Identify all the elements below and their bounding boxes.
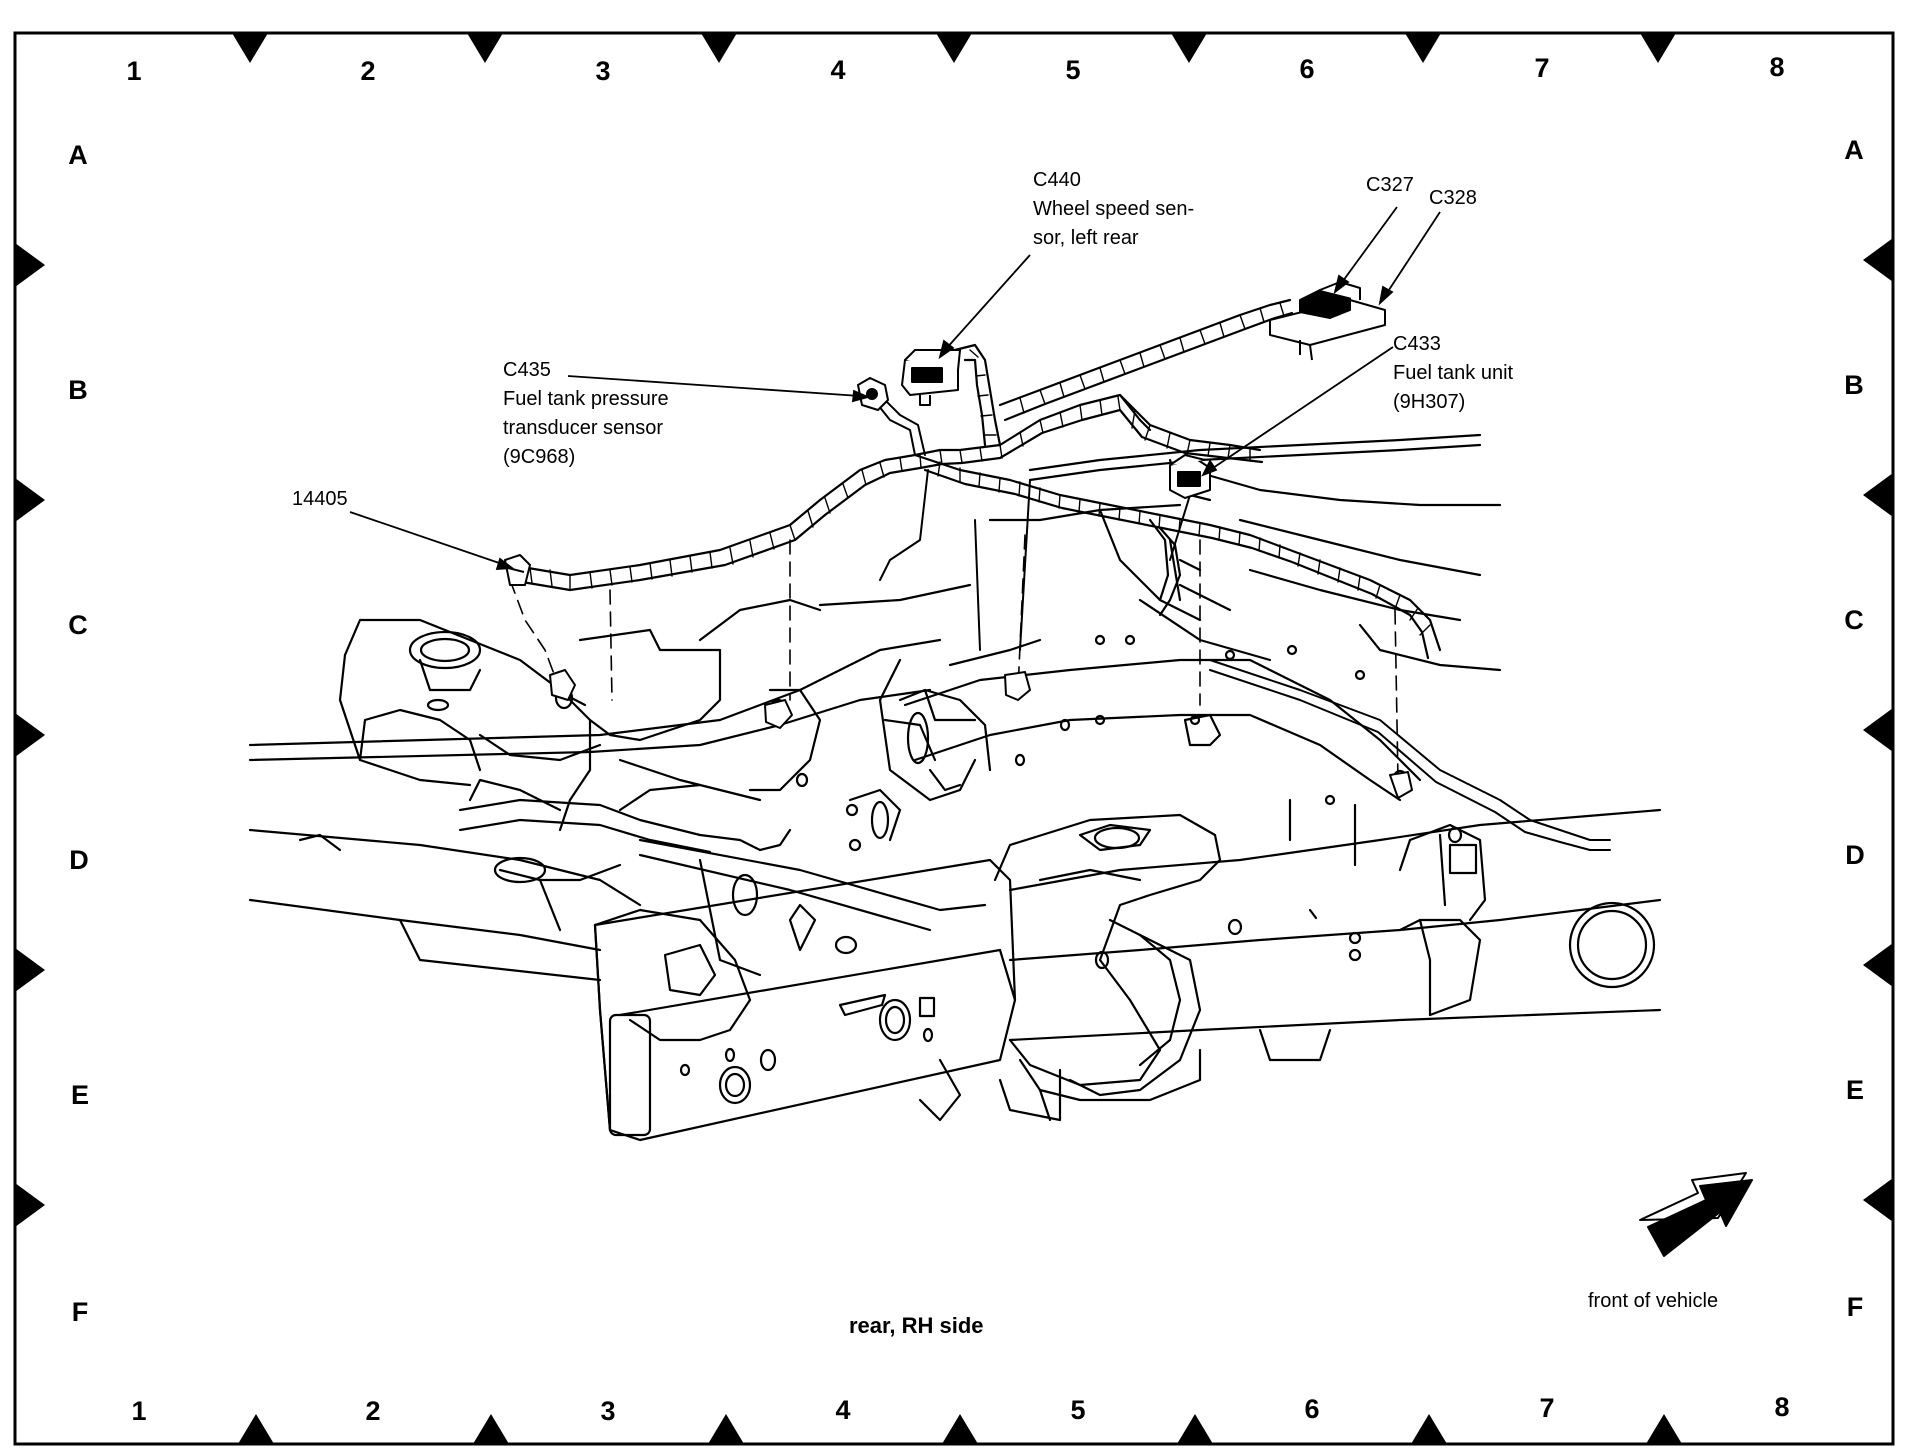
grid-col-label: 7 bbox=[1534, 53, 1550, 83]
callout-line: sor, left rear bbox=[1033, 227, 1139, 249]
grid-col-label: 5 bbox=[1070, 1395, 1086, 1425]
grid-row-label: F bbox=[1846, 1292, 1864, 1322]
grid-row-label: C bbox=[1844, 605, 1864, 635]
grid-col-label: 6 bbox=[1304, 1394, 1320, 1424]
vehicle-frame-drawing bbox=[248, 433, 1662, 1142]
callout-line: Fuel tank unit bbox=[1393, 362, 1514, 384]
left-grid-markers bbox=[15, 243, 45, 1227]
grid-col-label: 3 bbox=[595, 56, 611, 86]
callout-c328: C328 bbox=[1429, 184, 1477, 213]
callout-line: transducer sensor bbox=[503, 417, 664, 439]
right-grid-markers bbox=[1863, 238, 1893, 1222]
callout-c327: C327 bbox=[1366, 171, 1414, 200]
top-grid-markers bbox=[232, 33, 1676, 63]
callout-line: (9C968) bbox=[503, 446, 576, 468]
connector-c440 bbox=[901, 349, 961, 406]
front-of-vehicle-arrow-icon bbox=[1639, 1172, 1753, 1257]
grid-col-label: 1 bbox=[126, 56, 142, 86]
frame-clip bbox=[764, 699, 793, 729]
callout-c433: C433 Fuel tank unit (9H307) bbox=[1393, 330, 1513, 417]
view-caption: rear, RH side bbox=[849, 1313, 984, 1338]
connector-14405 bbox=[504, 554, 531, 586]
bottom-grid-markers bbox=[238, 1414, 1682, 1444]
callout-line: (9H307) bbox=[1393, 391, 1466, 413]
grid-row-label: A bbox=[1844, 135, 1864, 165]
front-of-vehicle-label: front of vehicle bbox=[1588, 1290, 1719, 1312]
callout-line: C433 bbox=[1393, 333, 1441, 355]
connectors bbox=[504, 281, 1413, 799]
connector-c327-c328 bbox=[1269, 281, 1386, 361]
callout-14405: 14405 bbox=[292, 485, 348, 514]
connector-c435 bbox=[857, 377, 889, 411]
callout-line: C328 bbox=[1429, 187, 1477, 209]
grid-col-label: 1 bbox=[131, 1396, 147, 1426]
callout-line: C327 bbox=[1366, 174, 1414, 196]
grid-col-label: 7 bbox=[1539, 1393, 1555, 1423]
grid-col-label: 2 bbox=[365, 1396, 381, 1426]
frame-clip bbox=[1389, 771, 1413, 799]
frame-clip bbox=[1004, 671, 1031, 701]
grid-col-label: 2 bbox=[360, 56, 376, 86]
grid-col-label: 4 bbox=[835, 1395, 851, 1425]
callout-c440: C440 Wheel speed sen- sor, left rear bbox=[1033, 166, 1194, 253]
callout-line: Wheel speed sen- bbox=[1033, 198, 1195, 220]
grid-row-label: F bbox=[71, 1297, 89, 1327]
grid-row-label: E bbox=[70, 1080, 89, 1110]
frame-clip bbox=[549, 669, 576, 701]
grid-col-label: 3 bbox=[600, 1396, 616, 1426]
leader-lines bbox=[349, 206, 1441, 570]
grid-col-label: 4 bbox=[830, 55, 846, 85]
grid-col-label: 5 bbox=[1065, 55, 1081, 85]
grid-row-label: B bbox=[68, 375, 88, 405]
grid-row-label: D bbox=[69, 845, 89, 875]
grid-row-label: B bbox=[1844, 370, 1864, 400]
callout-c435: C435 Fuel tank pressure transducer senso… bbox=[503, 356, 669, 472]
callout-line: Fuel tank pressure bbox=[503, 388, 669, 410]
grid-col-label: 6 bbox=[1299, 54, 1315, 84]
grid-row-label: D bbox=[1845, 840, 1865, 870]
callout-line: C440 bbox=[1033, 169, 1081, 191]
grid-row-label: A bbox=[68, 140, 88, 170]
grid-col-label: 8 bbox=[1769, 52, 1785, 82]
grid-row-label: E bbox=[1845, 1075, 1864, 1105]
grid-col-label: 8 bbox=[1774, 1392, 1790, 1422]
diagram-border bbox=[13, 31, 1895, 1446]
connector-c433 bbox=[1169, 454, 1211, 499]
callout-line: 14405 bbox=[292, 488, 348, 510]
callout-line: C435 bbox=[503, 359, 551, 381]
grid-row-label: C bbox=[68, 610, 88, 640]
